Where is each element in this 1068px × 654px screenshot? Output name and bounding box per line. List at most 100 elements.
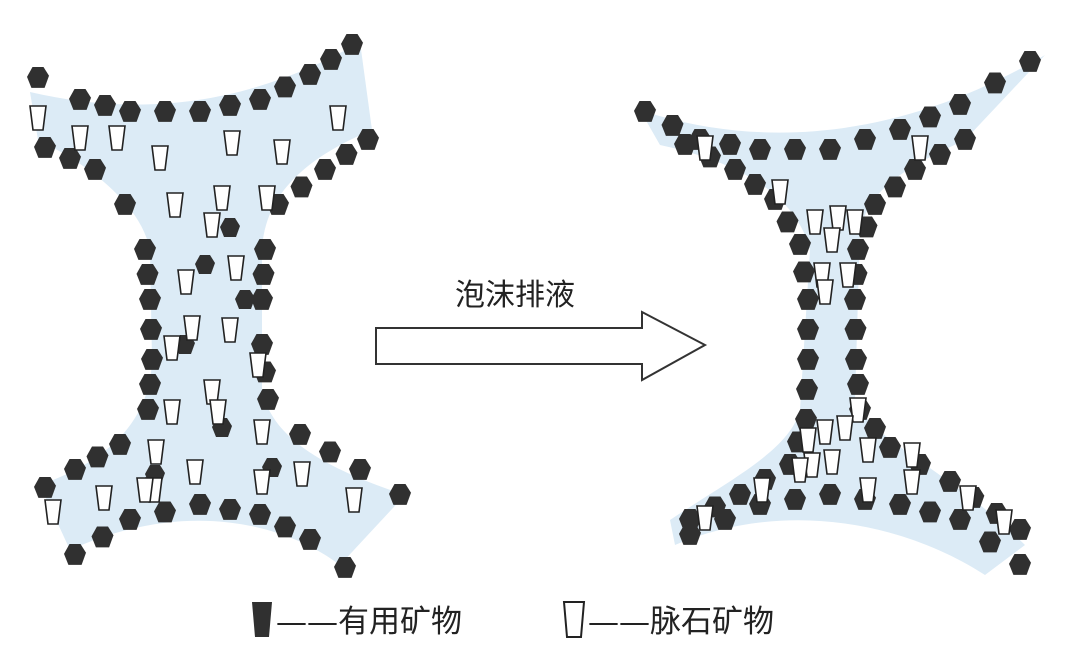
gangue-mineral-particle [44,499,62,525]
right-film-body [640,55,1045,575]
valuable-mineral-particle [819,139,841,160]
gangue-mineral-particle [995,509,1013,535]
valuable-mineral-particle [719,134,741,155]
valuable-mineral-particle [27,67,49,88]
valuable-mineral-particle [154,501,176,523]
valuable-mineral-particle [109,434,131,455]
valuable-mineral-particle [879,437,901,458]
valuable-mineral-particle [341,34,363,55]
valuable-mineral-particle [59,148,81,169]
gangue-mineral-particle [903,469,921,495]
process-arrow: 泡沫排液 [375,278,708,382]
valuable-mineral-particle [189,494,211,515]
valuable-mineral-particle [784,139,806,160]
gangue-mineral-particle [903,442,921,468]
gangue-mineral-particle [816,419,834,445]
gangue-mineral-particle [221,317,239,343]
gangue-mineral-particle [186,459,204,485]
left-plateau-border [27,34,411,578]
legend-valuable-label: ——有用矿物 [276,604,462,640]
valuable-mineral-particle [661,115,684,136]
valuable-mineral-particle [844,289,866,310]
valuable-mineral-particle [939,471,961,492]
valuable-mineral-particle [919,501,941,523]
valuable-mineral-particle [797,319,819,340]
valuable-mineral-particle [219,95,241,116]
valuable-mineral-particle [84,159,106,180]
gangue-mineral-particle [849,397,867,423]
valuable-mineral-particle [1009,519,1031,540]
valuable-mineral-particle [884,176,906,198]
gangue-mineral-particle [696,135,714,161]
valuable-mineral-particle [744,174,766,195]
valuable-mineral-particle [257,389,279,410]
valuable-mineral-particle [724,159,746,180]
process-label: 泡沫排液 [455,278,575,313]
valuable-mineral-particle [797,349,819,370]
valuable-mineral-particle [335,144,358,165]
valuable-mineral-particle [904,159,926,180]
valuable-mineral-particle [844,319,867,340]
gangue-mineral-particle [959,485,977,511]
valuable-mineral-particle [319,441,341,463]
valuable-mineral-particle [819,484,841,505]
gangue-mineral-particle [329,105,347,131]
legend-valuable-symbol [252,602,272,637]
valuable-mineral-particle [252,264,275,285]
valuable-mineral-particle [274,76,296,98]
gangue-mineral-particle [859,477,877,503]
valuable-mineral-particle [854,129,876,150]
valuable-mineral-particle [251,289,273,310]
gangue-mineral-particle [29,105,47,131]
valuable-mineral-particle [189,101,211,122]
gangue-mineral-particle [345,487,363,513]
valuable-mineral-particle [119,509,141,530]
valuable-mineral-particle [929,144,951,165]
valuable-mineral-particle [714,509,736,530]
valuable-mineral-particle [235,290,255,309]
gangue-mineral-particle [273,139,291,165]
valuable-mineral-particle [141,349,163,370]
valuable-mineral-particle [34,477,56,498]
valuable-mineral-particle [249,89,271,110]
gangue-mineral-particle [163,335,181,361]
gangue-mineral-particle [108,125,126,151]
gangue-mineral-particle [253,469,271,495]
valuable-mineral-particle [119,101,141,122]
right-gangue-particles [696,135,1013,535]
legend-gangue-symbol [562,601,586,638]
valuable-mineral-particle [979,531,1001,553]
valuable-mineral-particle [389,484,411,505]
left-film-body [30,42,405,565]
valuable-mineral-particle [299,64,321,85]
valuable-mineral-particle [334,557,356,578]
valuable-mineral-particle [299,529,321,550]
valuable-mineral-particle [219,499,241,520]
valuable-mineral-particle [796,379,818,400]
gangue-mineral-particle [823,449,841,475]
gangue-mineral-particle [258,185,276,211]
valuable-mineral-particle [114,194,136,215]
gangue-mineral-particle [829,205,847,231]
gangue-mineral-particle [147,439,165,465]
valuable-mineral-particle [795,409,817,430]
valuable-mineral-particle [64,459,86,480]
valuable-mineral-particle [249,504,271,525]
valuable-mineral-particle [949,509,971,530]
gangue-mineral-particle [223,130,241,156]
gangue-mineral-particle [71,125,89,151]
valuable-mineral-particle [139,289,161,310]
valuable-mineral-particle [919,106,941,128]
arrow-shape [375,310,708,382]
gangue-mineral-particle [791,457,809,483]
gangue-mineral-particle [203,212,221,238]
gangue-mineral-particle [166,192,184,218]
valuable-mineral-particle [94,95,116,116]
valuable-mineral-particle [789,234,811,255]
legend-gangue-label: ——脉石矿物 [588,604,774,640]
gangue-mineral-particle [177,269,195,295]
gangue-mineral-particle [836,415,854,441]
valuable-mineral-particle [984,72,1006,94]
valuable-mineral-particle [320,49,342,70]
